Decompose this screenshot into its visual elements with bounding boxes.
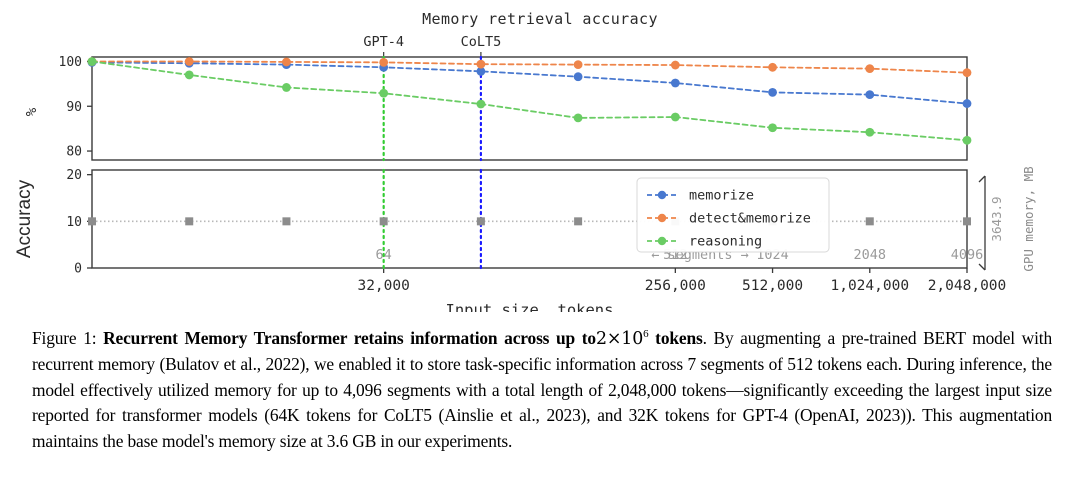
- series-point-detect-memorize: [962, 68, 972, 78]
- caption-bold-b: tokens: [655, 327, 703, 348]
- reference-label-colt5: CoLT5: [461, 34, 502, 50]
- legend-label-1: detect&memorize: [689, 211, 811, 227]
- series-line-reasoning: [91, 60, 968, 142]
- series-point-reasoning: [282, 83, 291, 92]
- series-point-detect-memorize: [379, 57, 389, 67]
- series-point-reasoning: [573, 113, 583, 123]
- series-point-gpu-memory: [865, 217, 874, 226]
- bottom-ytick-label: 0: [74, 262, 82, 277]
- series-line-memorize: [91, 61, 968, 105]
- xtick-label-tokens: 1,024,000: [830, 278, 909, 294]
- series-point-detect-memorize: [670, 60, 680, 70]
- series-point-gpu-memory: [574, 217, 583, 226]
- series-point-memorize: [670, 78, 680, 88]
- series-point-detect-memorize: [768, 62, 777, 72]
- series-point-reasoning: [87, 57, 97, 66]
- series-point-detect-memorize: [573, 60, 583, 70]
- x-axis-label: Input size, tokens: [446, 301, 614, 312]
- series-point-detect-memorize: [184, 57, 194, 66]
- series-point-gpu-memory: [476, 217, 485, 226]
- series-point-gpu-memory: [963, 217, 971, 226]
- bottom-ytick-label: 10: [66, 215, 82, 230]
- series-point-reasoning: [476, 99, 486, 109]
- series-point-detect-memorize: [476, 59, 486, 69]
- series-point-memorize: [865, 90, 875, 100]
- bottom-ylabel: Accuracy: [14, 179, 35, 258]
- series-point-detect-memorize: [282, 57, 291, 67]
- xtick-label-tokens: 2,048,000: [928, 278, 1007, 294]
- caption-figure-label: Figure 1:: [32, 327, 97, 348]
- caption-bold-a: Recurrent Memory Transformer retains inf…: [103, 327, 596, 348]
- top-panel-frame: [91, 56, 968, 161]
- top-ytick-label: 90: [66, 100, 82, 115]
- series-point-gpu-memory: [379, 217, 388, 226]
- reference-label-gpt-4: GPT-4: [363, 34, 404, 50]
- right-axis-label: GPU memory, MB: [1021, 166, 1036, 271]
- series-point-reasoning: [670, 112, 680, 122]
- caption-math-exponent: 6: [643, 328, 649, 340]
- series-point-reasoning: [865, 127, 875, 137]
- legend-marker-2: [657, 236, 667, 246]
- xtick-label-segments: 2048: [854, 247, 887, 263]
- legend-box: [636, 177, 830, 253]
- legend-marker-1: [657, 213, 667, 223]
- chart-title: Memory retrieval accuracy: [422, 10, 658, 28]
- bottom-ytick-label: 20: [66, 168, 82, 183]
- xtick-label-tokens: 32,000: [357, 278, 409, 294]
- series-point-reasoning: [768, 123, 777, 133]
- series-point-reasoning: [379, 88, 389, 98]
- series-point-reasoning: [184, 70, 194, 80]
- series-point-memorize: [962, 99, 972, 108]
- series-point-memorize: [476, 66, 486, 76]
- top-ytick-label: 80: [66, 145, 82, 160]
- xtick-label-tokens: 512,000: [742, 278, 803, 294]
- legend-label-2: reasoning: [689, 234, 762, 250]
- top-ytick-label: 100: [59, 55, 82, 70]
- top-ylabel: %: [24, 107, 40, 116]
- legend-label-0: memorize: [689, 188, 754, 204]
- right-axis-value: 3643.9: [989, 196, 1004, 241]
- series-point-reasoning: [962, 135, 972, 145]
- bottom-panel-frame: [91, 169, 968, 269]
- series-line-detect-memorize: [91, 60, 968, 74]
- series-point-memorize: [768, 87, 777, 97]
- right-axis-cap-top: [978, 175, 986, 183]
- caption-math: 2×10: [595, 328, 644, 349]
- series-point-gpu-memory: [185, 217, 194, 226]
- series-point-memorize: [573, 72, 583, 82]
- xtick-label-tokens: 256,000: [645, 278, 706, 294]
- series-point-gpu-memory: [282, 217, 291, 226]
- right-axis-cap-bottom: [978, 263, 986, 271]
- figure-caption: Figure 1: Recurrent Memory Transformer r…: [32, 322, 1052, 454]
- legend-marker-0: [657, 190, 667, 200]
- series-point-detect-memorize: [865, 64, 875, 74]
- xtick-label-segments: 4096: [951, 247, 984, 263]
- series-point-gpu-memory: [88, 217, 96, 226]
- caption-body: . By augmenting a pre-trained BERT model…: [32, 327, 1052, 451]
